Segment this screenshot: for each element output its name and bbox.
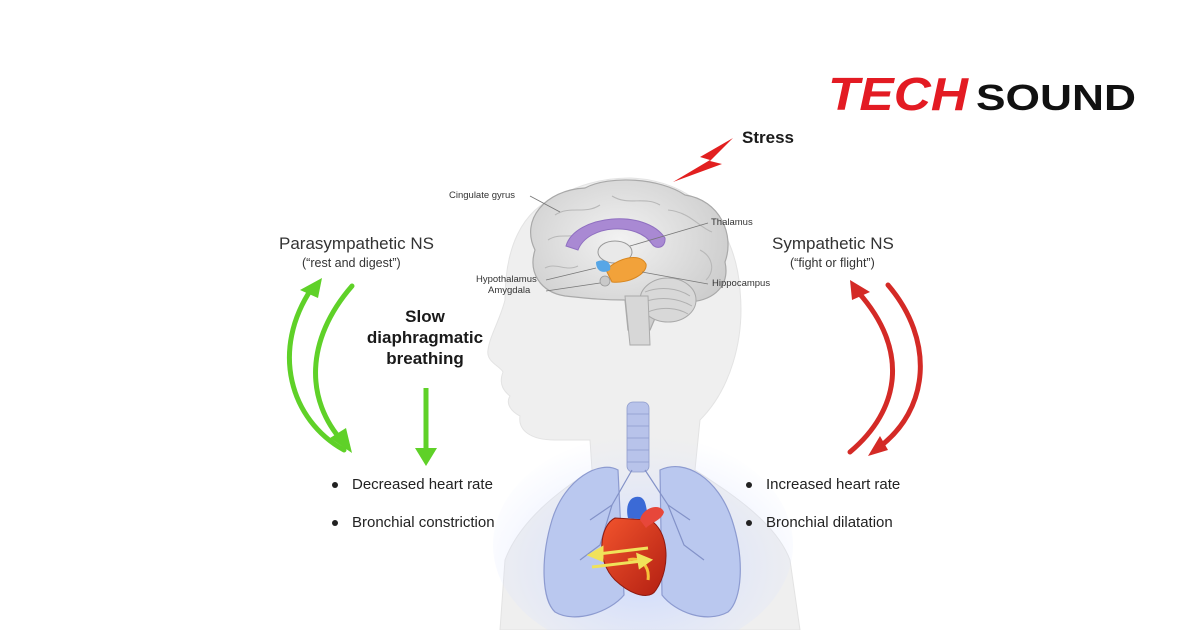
list-item: Bronchial dilatation (746, 514, 900, 552)
list-item: Bronchial constriction (332, 514, 495, 552)
parasympathetic-effects-list: Decreased heart rate Bronchial constrict… (332, 476, 495, 552)
label-cingulate-gyrus: Cingulate gyrus (449, 190, 516, 201)
bullet-dot (332, 520, 338, 526)
effect-text: Decreased heart rate (352, 476, 493, 493)
stress-bolt-icon (673, 138, 733, 182)
bullet-dot (332, 482, 338, 488)
breathing-line-3: breathing (386, 349, 464, 368)
airflow-arrows (586, 545, 654, 570)
logo-part-tech: TECH (828, 68, 969, 118)
bullet-dot (746, 482, 752, 488)
breathing-line-2: diaphragmatic (366, 328, 484, 347)
cingulate-gyrus (565, 218, 666, 251)
label-amygdala: Amygdala (488, 285, 531, 296)
list-item: Increased heart rate (746, 476, 900, 514)
parasympathetic-title: Parasympathetic NS (279, 234, 434, 253)
breathing-line-1: Slow (405, 307, 445, 326)
logo-part-sound: SOUND (976, 77, 1136, 118)
effect-text: Increased heart rate (766, 476, 901, 493)
trachea (626, 401, 650, 473)
techsound-logo: TECH SOUND (828, 68, 1136, 118)
amygdala (599, 275, 611, 287)
right-lung (659, 465, 741, 618)
parasympathetic-cycle-arrows (287, 278, 355, 453)
breathing-down-arrow (415, 388, 437, 466)
sympathetic-subtitle: (“fight or flight”) (790, 256, 875, 270)
parasympathetic-subtitle: (“rest and digest”) (302, 256, 401, 270)
label-thalamus: Thalamus (711, 217, 753, 228)
sympathetic-cycle-arrows (847, 280, 923, 456)
effect-text: Bronchial constriction (352, 514, 495, 531)
effect-text: Bronchial dilatation (766, 514, 893, 531)
sympathetic-effects-list: Increased heart rate Bronchial dilatatio… (746, 476, 900, 552)
breathing-label: Slow diaphragmatic breathing (355, 306, 495, 369)
list-item: Decreased heart rate (332, 476, 495, 514)
stress-label: Stress (742, 128, 794, 147)
hippocampus (605, 256, 647, 283)
hypothalamus (596, 260, 611, 272)
label-hypothalamus: Hypothalamus (476, 274, 537, 285)
left-lung (543, 466, 625, 618)
label-hippocampus: Hippocampus (712, 278, 771, 289)
heart-icon (601, 496, 667, 596)
bullet-dot (746, 520, 752, 526)
sympathetic-title: Sympathetic NS (772, 234, 894, 253)
brainstem (624, 295, 651, 346)
